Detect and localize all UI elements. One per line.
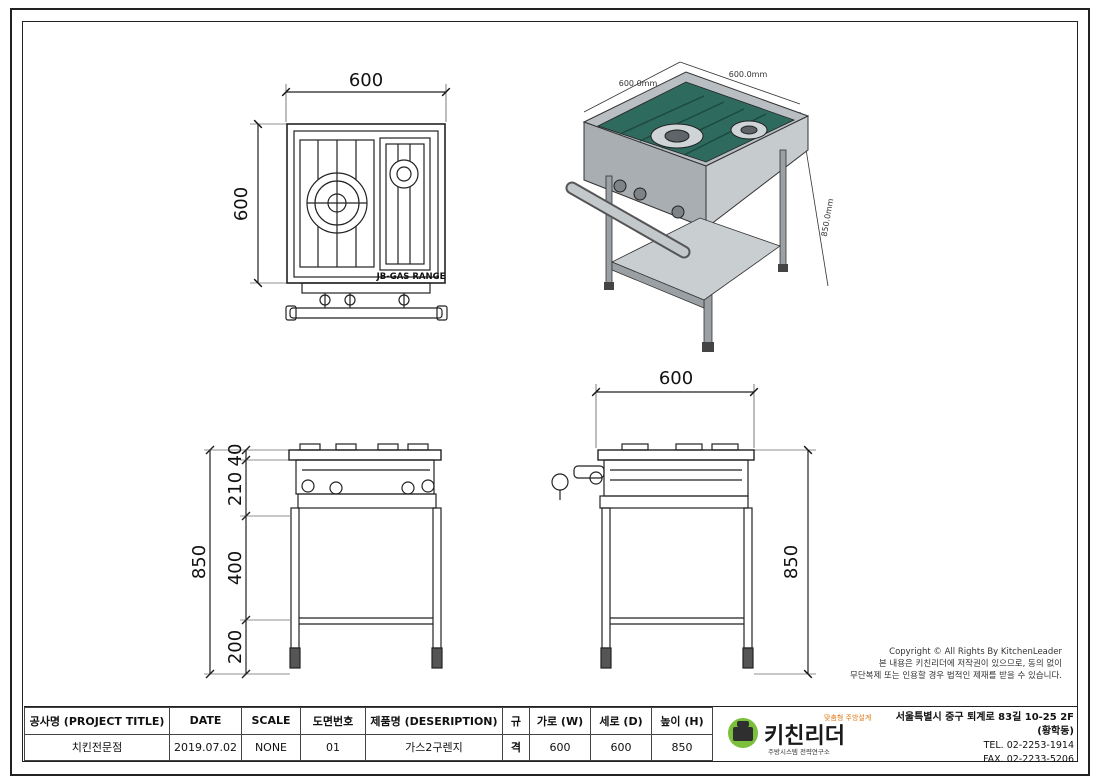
drawing-outer-frame xyxy=(10,8,1090,776)
brand-logo: 키친리더 맞춤형 주방설계 주방시스템 전략연구소 xyxy=(724,709,882,759)
description-value: 가스2구렌지 xyxy=(364,733,503,761)
tel-line: TEL. 02-2253-1914 xyxy=(983,740,1074,751)
width-header: 가로 (W) xyxy=(528,707,591,735)
project-value: 치킨전문점 xyxy=(24,733,170,761)
plan-depth-dim: 600 xyxy=(231,187,252,221)
drawing-inner-frame xyxy=(22,21,1078,762)
depth-value: 600 xyxy=(589,733,652,761)
plan-view xyxy=(250,84,451,321)
plan-width-dim: 600 xyxy=(349,70,383,91)
front-total-dim: 850 xyxy=(189,545,210,579)
date-header: DATE xyxy=(169,707,242,735)
contact-info: 서울특별시 중구 퇴계로 83길 10-25 2F (황학동) TEL. 02-… xyxy=(882,711,1074,767)
scale-value: NONE xyxy=(240,733,301,761)
depth-header: 세로 (D) xyxy=(589,707,652,735)
side-height-dim: 850 xyxy=(781,545,802,579)
spec-header-top: 규 xyxy=(501,707,530,735)
copyright-line-3: 무단복제 또는 인용할 경우 법적인 제재를 받을 수 있습니다. xyxy=(850,671,1062,681)
scale-header: SCALE xyxy=(240,707,301,735)
brand-mark-icon: 키친리더 맞춤형 주방설계 주방시스템 전략연구소 xyxy=(728,713,871,756)
side-elevation xyxy=(551,384,816,679)
copyright-line-1: Copyright © All Rights By KitchenLeader xyxy=(889,647,1062,657)
plate-label: JB-GAS RANGE xyxy=(376,272,446,282)
front-dim-1: 40 xyxy=(225,444,246,467)
brand-sub: 주방시스템 전략연구소 xyxy=(768,747,830,756)
front-elevation xyxy=(204,443,443,679)
iso-dim-right: 600.0mm xyxy=(729,70,768,79)
brand-name: 키친리더 xyxy=(764,724,845,749)
front-dim-4: 200 xyxy=(225,630,246,664)
iso-dim-left: 600.0mm xyxy=(619,79,658,88)
copyright-line-2: 본 내용은 키친리더에 저작권이 있으므로, 동의 없이 xyxy=(878,659,1062,669)
iso-dim-height: 850.0mm xyxy=(820,198,836,238)
front-dim-3: 400 xyxy=(225,551,246,585)
front-dim-2: 210 xyxy=(225,472,246,506)
height-header: 높이 (H) xyxy=(650,707,713,735)
brand-tagline: 맞춤형 주방설계 xyxy=(824,713,871,722)
title-block-table: 공사명 (PROJECT TITLE) DATE SCALE 도면번호 제품명 … xyxy=(24,707,713,761)
width-value: 600 xyxy=(528,733,591,761)
side-width-dim: 600 xyxy=(659,368,693,389)
date-value: 2019.07.02 xyxy=(169,733,242,761)
height-value: 850 xyxy=(650,733,713,761)
spec-header-bottom: 격 xyxy=(501,733,530,761)
title-block: 공사명 (PROJECT TITLE) DATE SCALE 도면번호 제품명 … xyxy=(24,706,1078,765)
copyright-notice: Copyright © All Rights By KitchenLeader … xyxy=(780,646,1062,682)
project-header: 공사명 (PROJECT TITLE) xyxy=(24,707,170,735)
drawing-no-value: 01 xyxy=(299,733,366,761)
address-line: 서울특별시 중구 퇴계로 83길 10-25 2F (황학동) xyxy=(895,712,1074,737)
iso-view xyxy=(565,61,829,352)
fax-line: FAX. 02-2233-5206 xyxy=(983,754,1074,765)
drawing-no-header: 도면번호 xyxy=(299,707,366,735)
description-header: 제품명 (DESERIPTION) xyxy=(364,707,503,735)
